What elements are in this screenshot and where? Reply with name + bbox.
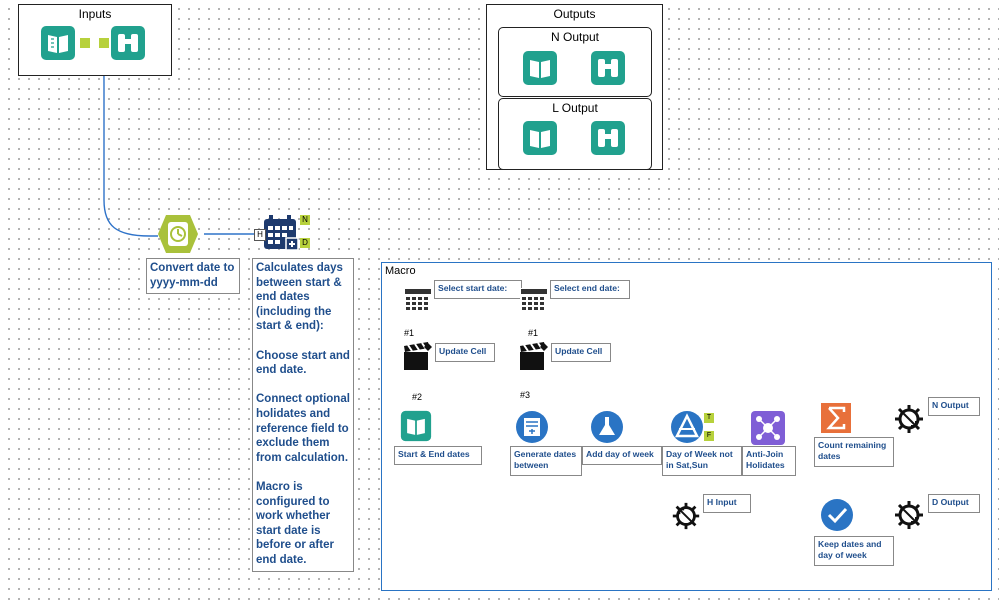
formula-tool[interactable] <box>590 410 624 444</box>
generate-dates-label: Generate dates between <box>510 446 582 476</box>
select-start-label: Select start date: <box>434 280 522 299</box>
summarize-tool[interactable] <box>820 402 852 434</box>
convert-date-annotation: Convert date to yyyy-mm-dd <box>146 258 240 294</box>
outputs-title: Outputs <box>553 7 596 21</box>
keep-dates-label: Keep dates and day of week <box>814 536 894 566</box>
macro-output-n-tool[interactable] <box>892 402 926 436</box>
macro-output-d-tool[interactable] <box>892 498 926 532</box>
browse-tool[interactable] <box>110 25 146 61</box>
tag-1a: #1 <box>404 328 415 338</box>
n-output-title: N Output <box>550 30 600 44</box>
action-tool-start[interactable] <box>402 340 434 372</box>
anti-join-label: Anti-Join Holidates <box>742 446 796 476</box>
connector-f: F <box>704 431 714 441</box>
day-of-week-filter-label: Day of Week not in Sat,Sun <box>662 446 742 476</box>
input-data-tool[interactable] <box>40 25 76 61</box>
datetime-tool[interactable] <box>156 213 200 255</box>
text-input-tool[interactable] <box>400 410 432 442</box>
macro-input-h-tool[interactable] <box>670 500 702 532</box>
select-tool[interactable] <box>820 498 854 532</box>
action-tool-end[interactable] <box>518 340 550 372</box>
connector-t: T <box>704 413 714 423</box>
tag-1b: #1 <box>528 328 539 338</box>
connector-d: D <box>300 238 310 248</box>
start-end-dates-label: Start & End dates <box>394 446 482 465</box>
input-data-tool-n[interactable] <box>522 50 558 86</box>
browse-tool-n[interactable] <box>590 50 626 86</box>
connector-anchor <box>99 38 109 48</box>
update-cell-label-2: Update Cell <box>551 343 611 362</box>
count-remaining-label: Count remaining dates <box>814 437 894 467</box>
macro-title: Macro <box>385 265 416 277</box>
inputs-title: Inputs <box>78 7 112 21</box>
inputs-container[interactable]: Inputs <box>18 4 172 76</box>
d-output-label: D Output <box>928 494 980 513</box>
n-output-label: N Output <box>928 397 980 416</box>
update-cell-label-1: Update Cell <box>435 343 495 362</box>
date-interface-tool-start[interactable] <box>403 287 433 317</box>
h-input-label: H Input <box>703 494 751 513</box>
tag-2: #2 <box>412 392 423 402</box>
add-day-of-week-label: Add day of week <box>582 446 662 465</box>
connector-anchor <box>80 38 90 48</box>
calc-days-annotation: Calculates days between start & end date… <box>252 258 354 572</box>
browse-tool-l[interactable] <box>590 120 626 156</box>
date-interface-tool-end[interactable] <box>519 287 549 317</box>
generate-rows-tool[interactable] <box>515 410 549 444</box>
tag-3: #3 <box>520 390 531 400</box>
calendar-macro-tool[interactable] <box>262 214 300 252</box>
filter-tool[interactable] <box>670 410 704 444</box>
select-end-label: Select end date: <box>550 280 630 299</box>
input-data-tool-l[interactable] <box>522 120 558 156</box>
connector-n: N <box>300 215 310 225</box>
l-output-title: L Output <box>552 101 598 115</box>
join-tool[interactable] <box>750 410 786 446</box>
connector-h: H <box>254 229 266 241</box>
